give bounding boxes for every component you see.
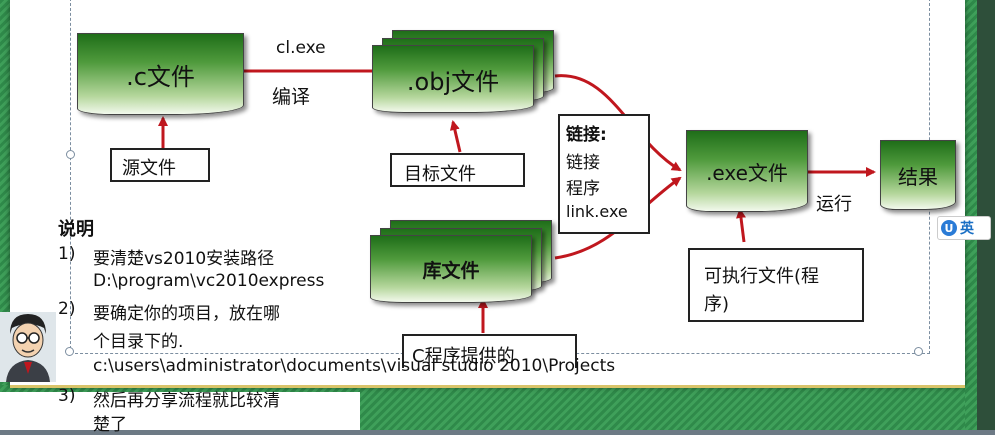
slide-canvas[interactable]: .c文件 .obj文件 .exe文件 结果 库文件 cl.exe 编译 运行 源… — [10, 0, 965, 385]
ime-indicator[interactable]: U 英 — [937, 216, 991, 240]
link-box-line1: 链接 — [566, 153, 600, 173]
note-2-num: 2) — [58, 299, 76, 319]
resize-handle[interactable] — [66, 150, 75, 159]
avatar[interactable] — [0, 312, 56, 382]
note-3-line1: 然后再分享流程就比较清 — [93, 391, 280, 411]
compile-label: 编译 — [272, 86, 311, 108]
arrow-target — [449, 120, 462, 153]
exe-file-node[interactable]: .exe文件 — [686, 130, 808, 212]
result-label: 结果 — [898, 164, 938, 189]
note-2-line1: 要确定你的项目，放在哪 — [93, 304, 280, 324]
obj-file-label: .obj文件 — [406, 67, 500, 96]
c-provided-text: C程序提供的 — [412, 346, 515, 367]
note-2-line2: 个目录下的. — [93, 332, 184, 352]
slide-bottom-accent — [10, 385, 965, 388]
ime-logo-icon: U — [941, 220, 957, 236]
run-label: 运行 — [816, 194, 852, 215]
c-file-node[interactable]: .c文件 — [77, 33, 244, 115]
note-1-line2: D:\program\vc2010express — [93, 271, 325, 291]
lib-file-label: 库文件 — [422, 259, 480, 282]
link-program-box[interactable]: 链接: 链接 程序 link.exe — [558, 114, 650, 234]
source-file-text: 源文件 — [122, 158, 176, 179]
lib-file-node[interactable]: 库文件 — [370, 235, 532, 303]
note-1-num: 1) — [58, 244, 76, 264]
compiler-label: cl.exe — [276, 38, 326, 58]
ime-language-label: 英 — [960, 221, 974, 237]
note-2-line3: c:\users\administrator\documents\visual … — [93, 356, 616, 376]
target-file-box[interactable]: 目标文件 — [390, 153, 525, 187]
link-box-title: 链接: — [566, 125, 607, 145]
resize-handle[interactable] — [914, 347, 923, 356]
executable-file-box[interactable]: 可执行文件(程 序) — [688, 248, 864, 322]
source-file-box[interactable]: 源文件 — [110, 148, 210, 182]
executable-box-line2: 序) — [704, 294, 730, 315]
notes-overflow-area: 3) 然后再分享流程就比较清 楚了 — [0, 386, 360, 435]
note-3-line2: 楚了 — [93, 415, 127, 435]
link-box-line3: link.exe — [566, 202, 628, 221]
link-box-line2: 程序 — [566, 179, 600, 199]
window-edge — [977, 0, 995, 430]
target-file-text: 目标文件 — [404, 164, 476, 185]
resize-handle[interactable] — [65, 347, 74, 356]
note-1-line1: 要清楚vs2010安装路径 — [93, 249, 275, 269]
arrow-executable — [736, 208, 746, 243]
arrow-obj-to-exe — [554, 74, 682, 172]
c-file-label: .c文件 — [126, 62, 195, 91]
obj-file-node[interactable]: .obj文件 — [372, 45, 534, 113]
exe-file-label: .exe文件 — [706, 160, 788, 185]
c-provided-box[interactable]: C程序提供的 — [402, 334, 577, 368]
notes-title: 说明 — [58, 219, 94, 240]
result-node[interactable]: 结果 — [880, 140, 956, 210]
executable-box-line1: 可执行文件(程 — [704, 266, 820, 287]
note-3-num: 3) — [58, 386, 76, 406]
